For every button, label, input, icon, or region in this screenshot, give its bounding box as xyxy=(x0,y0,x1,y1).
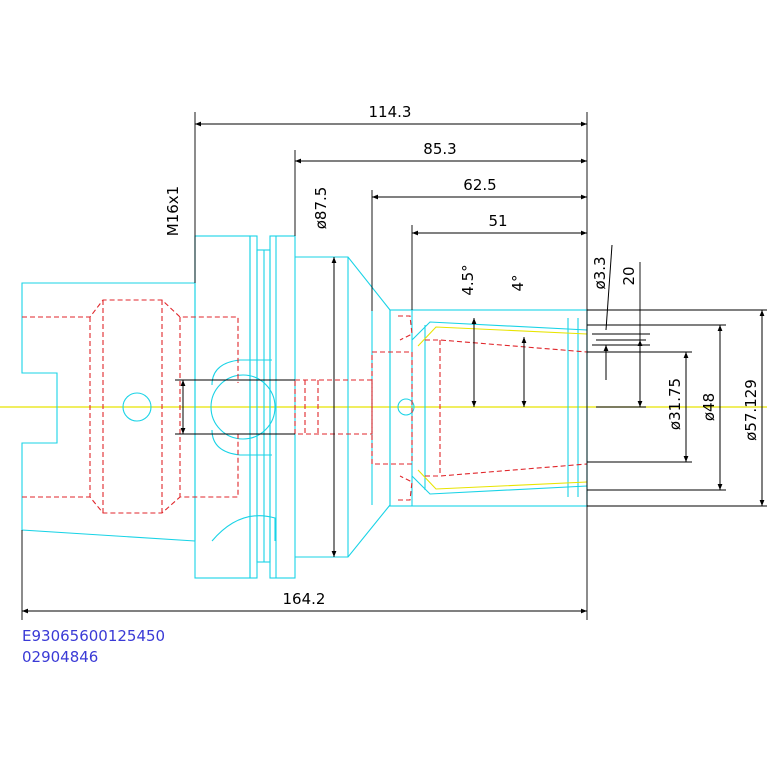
collet-nose xyxy=(389,309,588,507)
taper-shank xyxy=(21,282,196,542)
flange-body xyxy=(122,235,296,579)
dim-length-total: 164.2 xyxy=(283,590,326,608)
dim-length-62: 62.5 xyxy=(463,176,496,194)
dim-length-85: 85.3 xyxy=(423,140,456,158)
dim-angle-2: 4° xyxy=(509,274,527,291)
dim-nose-diameter: ø57.129 xyxy=(742,379,760,441)
dim-length-114: 114.3 xyxy=(369,103,412,121)
dim-angle-1: 4.5° xyxy=(459,264,477,295)
dim-hole-diameter: ø3.3 xyxy=(591,256,609,289)
dim-thread: M16x1 xyxy=(164,186,182,236)
part-code-line1: E93065600125450 xyxy=(22,627,165,645)
dim-length-20: 20 xyxy=(620,266,638,285)
dim-diameter-48: ø48 xyxy=(700,393,718,421)
dimension-lines xyxy=(21,112,767,620)
dim-flange-diameter: ø87.5 xyxy=(312,187,330,230)
part-code-line2: 02904846 xyxy=(22,648,98,666)
dim-length-51: 51 xyxy=(488,212,507,230)
dim-bore-diameter: ø31.75 xyxy=(666,378,684,430)
hidden-lines xyxy=(22,299,588,514)
